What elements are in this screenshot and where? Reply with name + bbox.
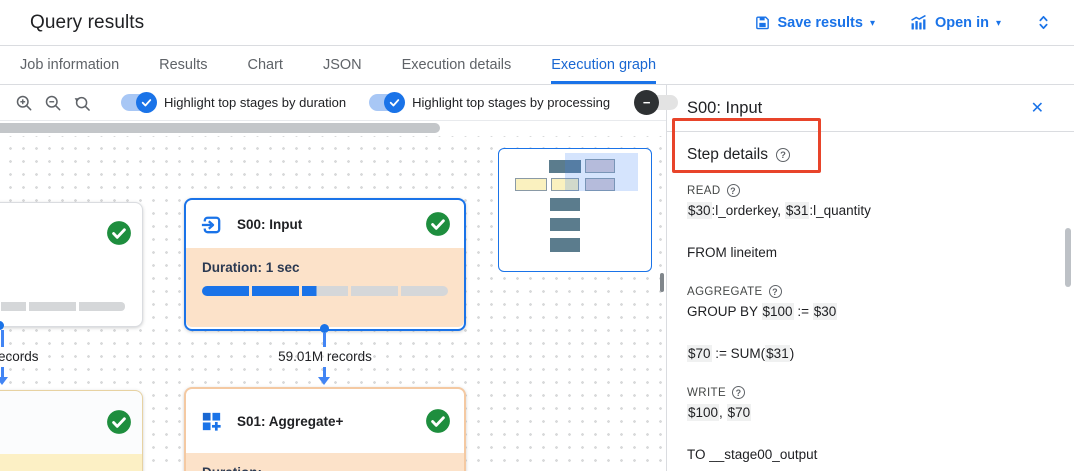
panel-title: S00: Input (687, 98, 763, 117)
edge-arrowhead (0, 377, 8, 385)
open-in-label: Open in (934, 14, 989, 31)
help-icon[interactable]: ? (768, 285, 782, 298)
tab-job-information[interactable]: Job information (20, 56, 120, 73)
execution-graph-region: Highlight top stages by duration Highlig… (0, 85, 679, 471)
results-tabbar: Job information Results Chart JSON Execu… (0, 46, 1074, 85)
save-results-label: Save results (777, 14, 863, 31)
from-line: FROM lineitem (687, 245, 778, 260)
tab-results[interactable]: Results (159, 56, 208, 73)
edge-line (1, 330, 4, 347)
toggle-processing-label: Highlight top stages by processing (412, 95, 611, 110)
minimap-stage (550, 198, 580, 211)
stage-duration-bar (1, 302, 128, 311)
toggle-duration-label: Highlight top stages by duration (164, 95, 347, 110)
zoom-reset-icon[interactable] (72, 91, 92, 115)
minimap-stage (550, 218, 580, 231)
toggle-highlight-duration[interactable] (121, 92, 157, 113)
stage-node-left-bottom[interactable] (0, 390, 143, 471)
minimap-stage (515, 178, 547, 191)
edge-line (323, 367, 326, 377)
horizontal-scroll-thumb[interactable] (0, 123, 440, 133)
step-details-content: READ ? $30:l_orderkey, $31:l_quantity FR… (667, 164, 1074, 471)
edge-arrowhead (318, 377, 330, 385)
stage-duration-bar (202, 286, 448, 296)
toggle-highlight-processing[interactable] (369, 92, 406, 113)
help-icon[interactable]: ? (726, 184, 740, 197)
graph-toolbar: Highlight top stages by duration Highlig… (0, 85, 679, 121)
duration-label: Duration: (202, 465, 448, 471)
minimap-viewport[interactable] (565, 153, 638, 191)
write-section-label: WRITE ? (687, 386, 1054, 399)
save-results-button[interactable]: Save results ▾ (754, 14, 875, 31)
group-by-line: GROUP BY $100 := $30 (687, 303, 838, 320)
open-in-button[interactable]: Open in ▾ (909, 14, 1001, 31)
graph-minimap[interactable] (498, 148, 652, 272)
minus-icon: − (634, 90, 660, 115)
read-line: $30:l_orderkey, $31:l_quantity (687, 202, 871, 219)
edge-connector-dot (0, 321, 4, 330)
minimap-stage (585, 178, 615, 191)
stage-node-s00-input[interactable]: S00: Input Duration: 1 sec (184, 198, 466, 331)
minimap-stage (550, 238, 580, 252)
stage-title: S00: Input (237, 216, 303, 232)
success-check-icon (426, 409, 450, 433)
read-section-label: READ ? (687, 184, 1054, 197)
to-line: TO __stage00_output (687, 447, 818, 462)
step-details-heading: Step details (687, 146, 768, 163)
sum-line: $70 := SUM($31) (687, 345, 795, 362)
stage-details-panel: S00: Input ✕ Step details ? READ ? $30:l… (666, 85, 1074, 471)
stage-title: S01: Aggregate+ (237, 413, 344, 429)
zoom-in-icon[interactable] (14, 91, 34, 115)
tab-json[interactable]: JSON (322, 56, 362, 73)
edge-line (323, 333, 326, 347)
minimap-stage (549, 160, 581, 173)
success-check-icon (107, 221, 131, 245)
chart-icon (909, 14, 928, 31)
stage-node-s01-aggregate[interactable]: S01: Aggregate+ Duration: (184, 387, 466, 471)
edge-records-label: ecords (0, 349, 39, 364)
input-stage-icon (199, 212, 224, 237)
graph-horizontal-scrollbar (0, 121, 666, 136)
panel-scroll-thumb[interactable] (1065, 228, 1071, 287)
edge-line (1, 367, 4, 377)
minimap-stage (585, 159, 615, 173)
tab-execution-graph[interactable]: Execution graph (551, 46, 657, 84)
page-title: Query results (30, 11, 145, 33)
save-icon (754, 14, 771, 31)
stage-node-left-top[interactable] (0, 202, 143, 327)
success-check-icon (426, 212, 450, 236)
duration-label: Duration: 1 sec (202, 260, 300, 275)
write-line: $100, $70 (687, 404, 752, 421)
panel-divider (667, 131, 1074, 132)
edge-records-label: 59.01M records (278, 349, 372, 364)
help-icon[interactable]: ? (732, 386, 746, 399)
aggregate-section-label: AGGREGATE ? (687, 285, 1054, 298)
success-check-icon (107, 410, 131, 434)
expand-collapse-button[interactable] (1035, 13, 1052, 32)
tab-chart[interactable]: Chart (247, 56, 283, 73)
vertical-scroll-thumb[interactable] (660, 273, 664, 292)
help-icon[interactable]: ? (776, 148, 790, 162)
toggle-off-switch[interactable]: − (634, 90, 679, 115)
caret-down-icon: ▾ (869, 17, 875, 29)
query-results-header: Query results Save results ▾ Open in ▾ (0, 0, 1074, 46)
caret-down-icon: ▾ (995, 17, 1001, 29)
stage-body (0, 454, 142, 471)
tab-execution-details[interactable]: Execution details (401, 56, 512, 73)
minimap-stage (551, 178, 579, 191)
edge-connector-dot (320, 324, 329, 333)
aggregate-stage-icon (199, 409, 224, 434)
graph-canvas[interactable]: ecords S00: Input Duration: 1 sec (0, 136, 666, 471)
zoom-out-icon[interactable] (43, 91, 63, 115)
close-icon[interactable]: ✕ (1030, 100, 1044, 117)
